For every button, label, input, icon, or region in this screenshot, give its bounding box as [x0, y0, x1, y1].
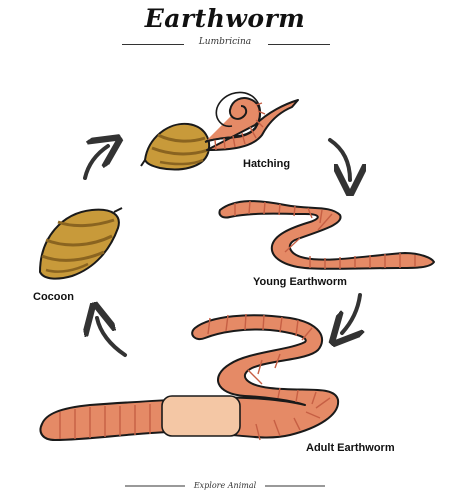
- arrow-hatching-to-young: [328, 138, 350, 180]
- label-adult-earthworm: Adult Earthworm: [306, 442, 395, 454]
- arrow-cocoon-to-hatching: [83, 146, 108, 180]
- stock-id: 643908476: [0, 410, 1, 460]
- arrow-adult-to-cocoon: [97, 318, 127, 357]
- cocoon-illustration: [38, 207, 123, 280]
- subtitle-rule-right: [268, 44, 330, 45]
- hatching-cocoon-illustration: [140, 122, 210, 171]
- young-earthworm-illustration: [218, 200, 435, 270]
- adult-earthworm-illustration: [39, 313, 340, 441]
- hatching-worm-illustration: [204, 91, 299, 151]
- label-cocoon: Cocoon: [33, 291, 74, 303]
- page-subtitle: Lumbricina: [198, 37, 252, 47]
- subtitle-rule-left: [122, 44, 184, 45]
- label-hatching: Hatching: [243, 158, 291, 170]
- page-title: Earthworm: [144, 4, 306, 33]
- arrow-young-to-adult: [342, 293, 360, 333]
- footer-text: Explore Animal: [193, 481, 257, 490]
- label-young-earthworm: Young Earthworm: [253, 276, 347, 288]
